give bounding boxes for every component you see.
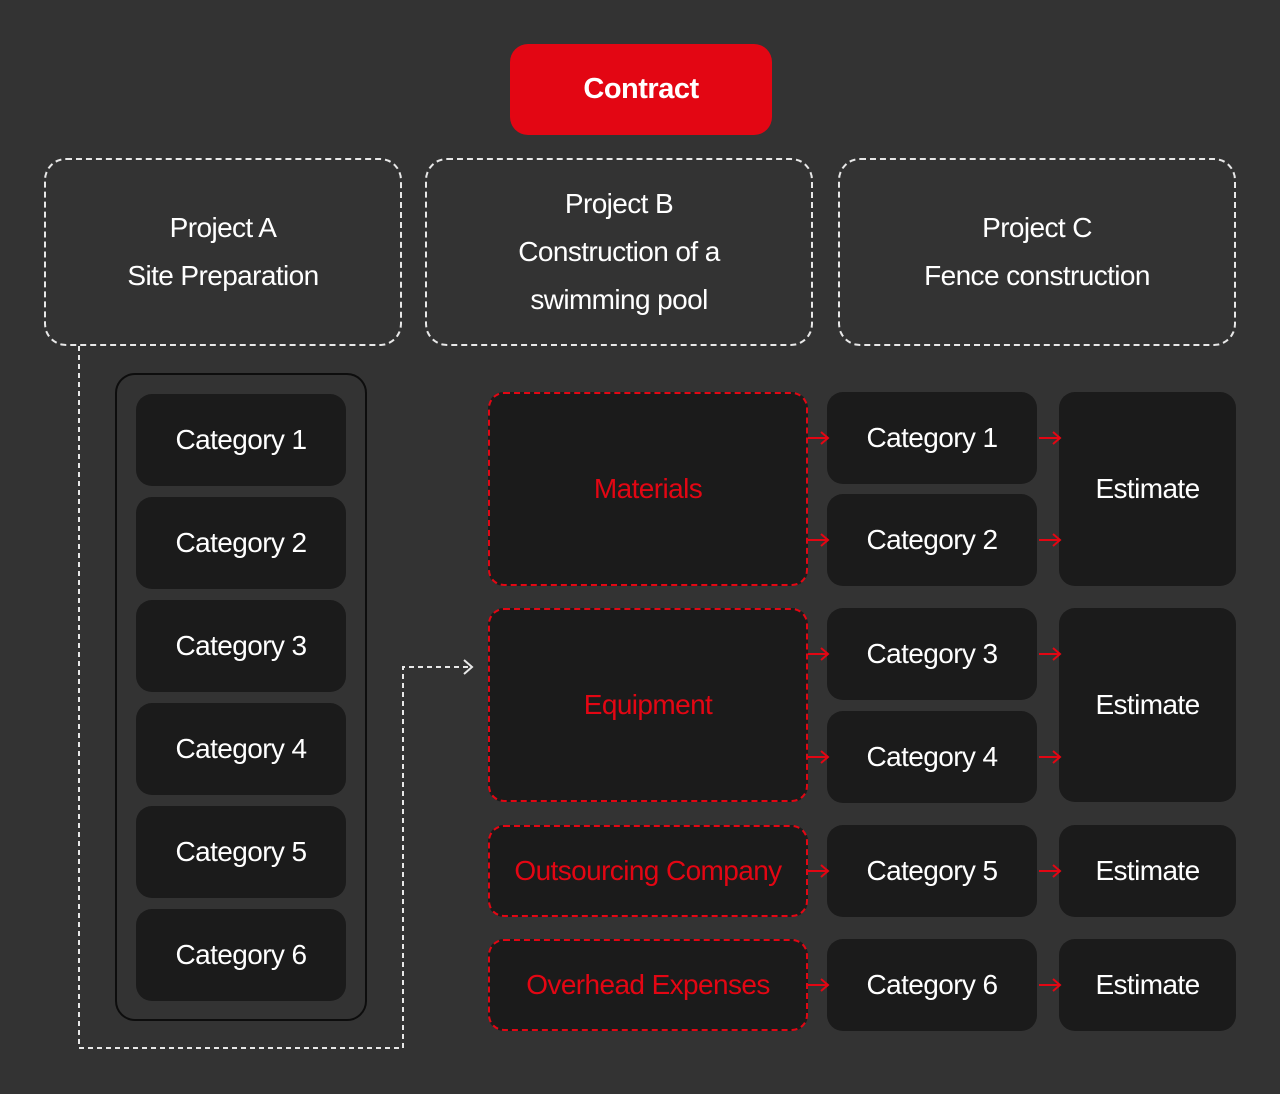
estimate-outsourcing-label: Estimate: [1095, 855, 1200, 886]
arrow-icon: [1039, 864, 1062, 878]
arrow-icon: [1039, 533, 1062, 547]
list-category-1: Category 1: [136, 394, 346, 486]
estimate-overhead-label: Estimate: [1095, 969, 1200, 1000]
mapped-category-3: Category 3: [827, 608, 1037, 700]
mapped-category-4-label: Category 4: [866, 741, 999, 772]
arrow-icon: [808, 647, 830, 661]
resource-overhead-expenses: Overhead Expenses: [488, 939, 808, 1031]
list-category-4: Category 4: [136, 703, 346, 795]
resource-materials: Materials: [488, 392, 808, 586]
project-b-subtitle-line1: Construction of a: [518, 236, 720, 267]
estimate-equipment: Estimate: [1059, 608, 1236, 802]
project-b-subtitle-line2: swimming pool: [530, 284, 708, 315]
resource-equipment-label: Equipment: [583, 689, 713, 720]
resource-overhead-label: Overhead Expenses: [526, 969, 770, 1000]
mapped-category-6: Category 6: [827, 939, 1037, 1031]
resource-to-category-arrows: [808, 431, 830, 992]
category-to-estimate-arrows: [1039, 431, 1062, 992]
project-a-title: Project A: [169, 212, 277, 243]
arrow-icon: [808, 431, 830, 445]
mapped-category-2: Category 2: [827, 494, 1037, 586]
list-category-4-label: Category 4: [175, 733, 308, 764]
resource-outsourcing-label: Outsourcing Company: [514, 855, 782, 886]
arrow-icon: [1039, 750, 1062, 764]
estimate-equipment-label: Estimate: [1095, 689, 1200, 720]
list-category-5-label: Category 5: [175, 836, 308, 867]
project-c-subtitle: Fence construction: [924, 260, 1150, 291]
project-a-subtitle: Site Preparation: [127, 260, 319, 291]
project-a-link-arrowhead: [463, 659, 474, 675]
project-a-box: Project A Site Preparation: [44, 158, 402, 346]
resource-materials-label: Materials: [593, 473, 703, 504]
arrow-icon: [808, 978, 830, 992]
resource-outsourcing-company: Outsourcing Company: [488, 825, 808, 917]
estimate-outsourcing: Estimate: [1059, 825, 1236, 917]
contract-label: Contract: [583, 73, 699, 105]
list-category-2: Category 2: [136, 497, 346, 589]
mapped-category-3-label: Category 3: [866, 638, 999, 669]
mapped-category-1-label: Category 1: [866, 422, 999, 453]
list-category-2-label: Category 2: [175, 527, 308, 558]
list-category-3-label: Category 3: [175, 630, 308, 661]
list-category-1-label: Category 1: [175, 424, 308, 455]
arrow-icon: [808, 533, 830, 547]
estimate-overhead: Estimate: [1059, 939, 1236, 1031]
project-c-title: Project C: [982, 212, 1092, 243]
arrow-icon: [808, 864, 830, 878]
mapped-category-5-label: Category 5: [866, 855, 999, 886]
project-c-box: Project C Fence construction: [838, 158, 1236, 346]
list-category-5: Category 5: [136, 806, 346, 898]
arrow-icon: [1039, 978, 1062, 992]
project-b-box: Project B Construction of a swimming poo…: [425, 158, 813, 346]
estimate-materials: Estimate: [1059, 392, 1236, 586]
mapped-category-1: Category 1: [827, 392, 1037, 484]
list-category-6-label: Category 6: [175, 939, 308, 970]
estimate-materials-label: Estimate: [1095, 473, 1200, 504]
arrow-icon: [1039, 647, 1062, 661]
arrow-icon: [1039, 431, 1062, 445]
mapped-category-5: Category 5: [827, 825, 1037, 917]
list-category-3: Category 3: [136, 600, 346, 692]
contract-box: Contract: [510, 44, 772, 135]
arrow-icon: [808, 750, 830, 764]
list-category-6: Category 6: [136, 909, 346, 1001]
mapped-category-4: Category 4: [827, 711, 1037, 803]
mapped-category-6-label: Category 6: [866, 969, 999, 1000]
mapped-category-2-label: Category 2: [866, 524, 999, 555]
resource-equipment: Equipment: [488, 608, 808, 802]
project-b-title: Project B: [564, 188, 674, 219]
